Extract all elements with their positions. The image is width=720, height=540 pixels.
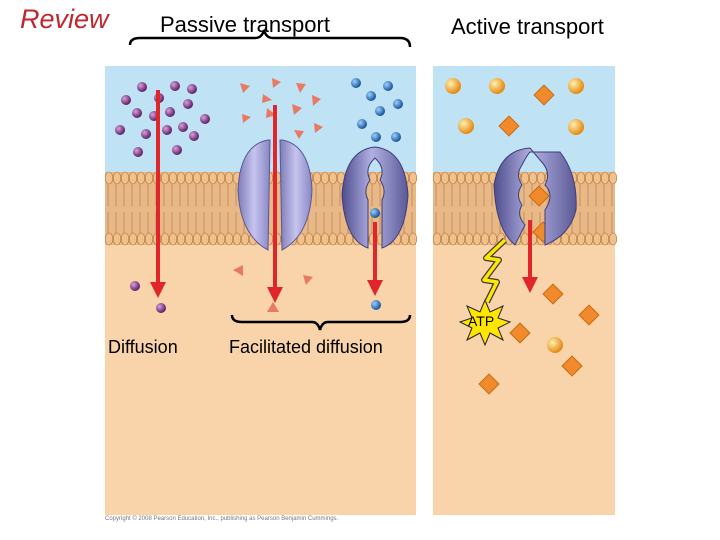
phospholipid-head — [456, 232, 466, 246]
review-title: Review — [20, 4, 109, 34]
passive-brace — [128, 29, 412, 48]
phospholipid-head — [432, 171, 442, 185]
phospholipid-head — [216, 171, 226, 185]
phospholipid-head — [120, 232, 130, 246]
phospholipid-head — [128, 171, 138, 185]
phospholipid-head — [104, 232, 114, 246]
phospholipid-head — [328, 171, 338, 185]
blue-molecules — [351, 78, 403, 310]
phospholipid-head — [560, 232, 570, 246]
phospholipid-head — [456, 171, 466, 185]
phospholipid-head — [184, 232, 194, 246]
facilitated-diffusion-label: Facilitated diffusion — [229, 337, 383, 357]
phospholipid-head — [192, 232, 202, 246]
phospholipid-head — [184, 171, 194, 185]
phospholipid-head — [368, 171, 378, 185]
phospholipid-head — [568, 232, 578, 246]
phospholipid-head — [232, 232, 242, 246]
phospholipid-head — [328, 232, 338, 246]
phospholipid-head — [224, 171, 234, 185]
phospholipid-head — [600, 171, 610, 185]
phospholipid-head — [464, 232, 474, 246]
phospholipid-head — [160, 232, 170, 246]
phospholipid-head — [408, 171, 418, 185]
orange-molecules — [445, 78, 584, 353]
phospholipid-head — [592, 171, 602, 185]
phospholipid-head — [408, 232, 418, 246]
phospholipid-head — [448, 171, 458, 185]
phospholipid-head — [144, 171, 154, 185]
phospholipid-head — [208, 171, 218, 185]
phospholipid-head — [136, 232, 146, 246]
active-transport-label: Active transport — [451, 14, 604, 39]
phospholipid-head — [200, 232, 210, 246]
phospholipid-head — [304, 232, 314, 246]
phospholipid-head — [592, 232, 602, 246]
triangle-molecules — [233, 78, 323, 312]
phospholipid-head — [136, 171, 146, 185]
copyright-notice: Copyright © 2008 Pearson Education, Inc.… — [105, 516, 339, 522]
passive-panel — [104, 66, 418, 515]
phospholipid-head — [480, 171, 490, 185]
atp-label: ATP — [468, 313, 495, 329]
phospholipid-head — [464, 171, 474, 185]
phospholipid-head — [344, 232, 354, 246]
atp-burst — [458, 298, 512, 347]
phospholipid-head — [168, 171, 178, 185]
phospholipid-head — [320, 232, 330, 246]
phospholipid-head — [216, 232, 226, 246]
phospholipid-head — [600, 232, 610, 246]
phospholipid-head — [176, 171, 186, 185]
phospholipid-head — [608, 232, 618, 246]
phospholipid-head — [144, 232, 154, 246]
passive-transport-label: Passive transport — [160, 12, 330, 37]
phospholipid-head — [440, 171, 450, 185]
phospholipid-head — [208, 232, 218, 246]
phospholipid-head — [520, 232, 530, 246]
phospholipid-head — [168, 232, 178, 246]
active-panel — [432, 66, 618, 515]
phospholipid-head — [120, 171, 130, 185]
phospholipid-head — [112, 232, 122, 246]
phospholipid-head — [520, 171, 530, 185]
phospholipid-head — [432, 232, 442, 246]
diffusion-label: Diffusion — [108, 337, 178, 357]
pump-protein — [493, 147, 577, 246]
phospholipid-head — [312, 232, 322, 246]
phospholipid-head — [240, 232, 250, 246]
phospholipid-head — [296, 232, 306, 246]
phospholipid-head — [608, 171, 618, 185]
phospholipid-head — [576, 232, 586, 246]
phospholipid-head — [480, 232, 490, 246]
phospholipid-head — [472, 171, 482, 185]
phospholipid-head — [584, 232, 594, 246]
phospholipid-head — [320, 171, 330, 185]
facilitated-brace — [230, 314, 412, 331]
phospholipid-head — [200, 171, 210, 185]
phospholipid-head — [536, 171, 546, 185]
phospholipid-head — [584, 171, 594, 185]
phospholipid-head — [488, 232, 498, 246]
phospholipid-head — [576, 171, 586, 185]
phospholipid-head — [336, 232, 346, 246]
channel-protein — [237, 139, 271, 251]
phospholipid-head — [160, 171, 170, 185]
phospholipid-head — [400, 232, 410, 246]
phospholipid-head — [192, 171, 202, 185]
phospholipid-head — [128, 232, 138, 246]
phospholipid-head — [112, 171, 122, 185]
phospholipid-head — [104, 171, 114, 185]
phospholipid-head — [312, 171, 322, 185]
phospholipid-head — [176, 232, 186, 246]
phospholipid-head — [440, 232, 450, 246]
phospholipid-head — [224, 232, 234, 246]
carrier-protein — [341, 146, 409, 249]
phospholipid-head — [528, 171, 538, 185]
phospholipid-head — [472, 232, 482, 246]
phospholipid-head — [448, 232, 458, 246]
